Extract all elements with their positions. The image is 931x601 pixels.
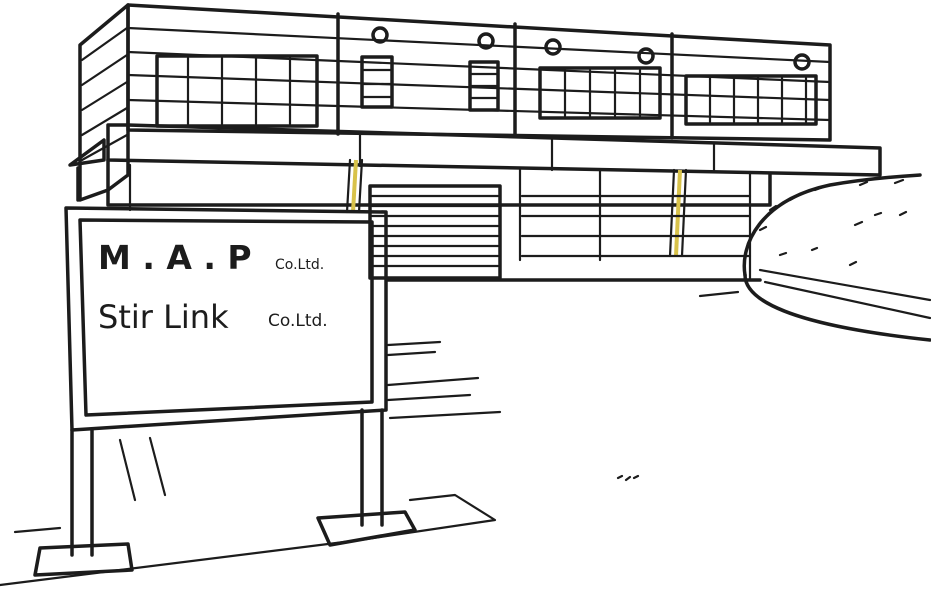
upper-window-3 xyxy=(468,60,500,112)
sign-line-1-name: M . A . P xyxy=(98,238,252,277)
ground xyxy=(0,290,740,587)
upper-window-5 xyxy=(684,74,818,126)
pillar-right xyxy=(674,169,682,257)
upper-window-2 xyxy=(360,55,394,109)
sign-line-2-name: Stir Link xyxy=(98,298,229,336)
round-vents xyxy=(371,26,811,71)
upper-window-1 xyxy=(155,54,319,128)
sign-line-2-suffix: Co.Ltd. xyxy=(268,311,328,331)
sign-line-1-suffix: Co.Ltd. xyxy=(275,257,324,273)
company-signboard: M . A . P Co.Ltd. Stir Link Co.Ltd. xyxy=(33,206,417,577)
upper-window-4 xyxy=(538,66,662,120)
building xyxy=(68,3,882,282)
shutter-door xyxy=(368,184,502,280)
pillar-left xyxy=(351,159,358,213)
hedge xyxy=(742,173,931,342)
